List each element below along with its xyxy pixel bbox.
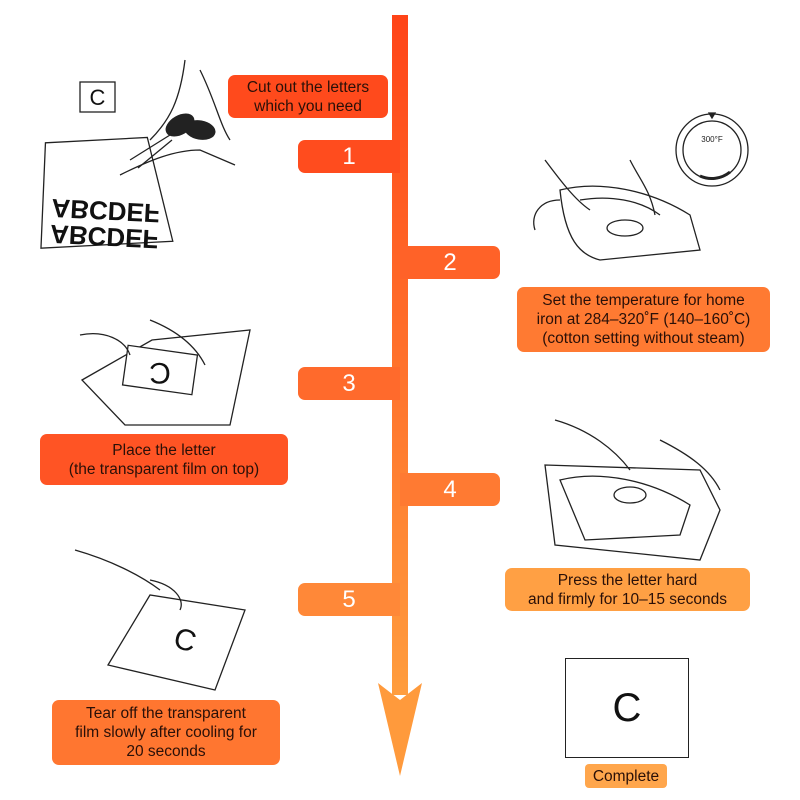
step-5-tab: 5 <box>298 583 400 616</box>
thermostat-label: 300°F <box>701 135 723 144</box>
sheet-letters-row: ABCDEF <box>51 193 161 229</box>
step-2-caption: Set the temperature for home iron at 284–… <box>517 287 770 352</box>
caption-line: Tear off the transparent <box>86 705 246 722</box>
step-5-caption: Tear off the transparent film slowly afte… <box>52 700 280 765</box>
caption-line: film slowly after cooling for <box>75 724 257 741</box>
timeline-arrow <box>378 15 422 776</box>
step-number: 3 <box>342 369 356 397</box>
mirrored-letter-sheet: ABCDEF ABCDEF <box>49 193 160 255</box>
caption-line: Place the letter <box>112 441 216 459</box>
step-3-tab: 3 <box>298 367 400 400</box>
step-3-caption: Place the letter(the transparent film on… <box>40 434 288 485</box>
step-number: 1 <box>342 142 356 170</box>
complete-result-box: C <box>565 658 689 758</box>
caption-line: Cut out the letters <box>246 78 370 96</box>
complete-letter: C <box>612 685 642 730</box>
caption-line: which you need <box>254 97 362 115</box>
letter-sample: C <box>90 85 106 110</box>
caption-line: and firmly for 10–15 seconds <box>527 590 728 608</box>
iron-illustration <box>533 112 749 261</box>
step-number: 5 <box>342 585 356 613</box>
step-4-tab: 4 <box>400 473 500 506</box>
caption-line: Set the temperature for home <box>542 292 745 309</box>
step-number: 4 <box>443 475 457 503</box>
caption-line: (cotton setting without steam) <box>542 330 745 347</box>
sheet-letters-row: ABCDEF <box>49 219 159 255</box>
tear-film-illustration <box>74 549 246 691</box>
press-iron-illustration <box>544 419 721 561</box>
caption-line: (the transparent film on top) <box>68 460 260 478</box>
cut-letters-illustration <box>40 59 236 249</box>
placed-letter: C <box>149 356 171 389</box>
step-1-tab: 1 <box>298 140 400 173</box>
caption-line: Press the letter hard <box>557 571 698 589</box>
caption-line: 20 seconds <box>126 743 206 760</box>
place-letter-illustration <box>79 319 251 426</box>
step-number: 2 <box>443 248 457 276</box>
complete-label-text: Complete <box>592 767 660 785</box>
step-2-tab: 2 <box>400 246 500 279</box>
caption-line: iron at 284–320˚F (140–160˚C) <box>536 311 751 328</box>
complete-label: Complete <box>585 764 667 788</box>
